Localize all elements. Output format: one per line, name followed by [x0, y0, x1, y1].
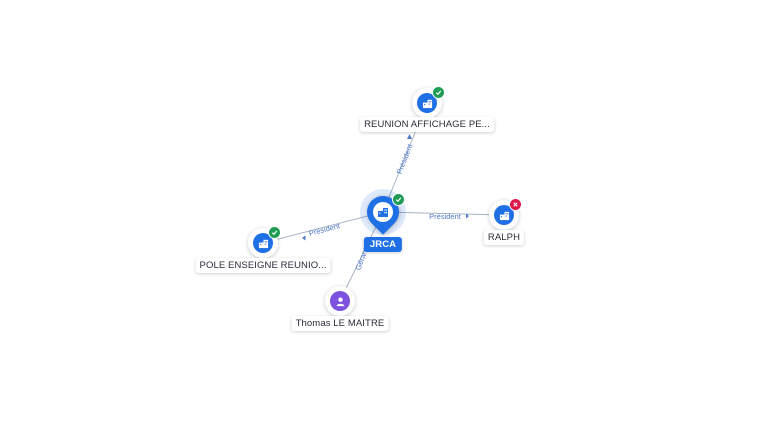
company-icon: [494, 205, 514, 225]
active-status-icon: [268, 226, 281, 239]
edge-line-pole: [262, 211, 384, 244]
node-thomas-le-maitre[interactable]: [325, 286, 355, 316]
edge-label-pole: Président: [308, 221, 342, 238]
node-pole-enseigne[interactable]: [248, 226, 281, 258]
company-icon: [373, 202, 393, 222]
edge-arrow-ralph: [466, 213, 469, 219]
node-label-pole[interactable]: POLE ENSEIGNE REUNIO...: [195, 258, 331, 273]
node-label-reunion[interactable]: REUNION AFFICHAGE PE...: [360, 117, 494, 132]
node-label-ralph[interactable]: RALPH: [483, 230, 525, 245]
edge-line-ralph: [382, 211, 505, 216]
edge-label-ralph: Président: [429, 212, 462, 221]
node-ralph[interactable]: [489, 198, 522, 230]
person-icon: [330, 291, 350, 311]
company-icon: [253, 233, 273, 253]
company-icon: [417, 93, 437, 113]
node-reunion-affichage[interactable]: [412, 86, 445, 118]
active-status-icon: [392, 193, 405, 206]
closed-status-icon: [509, 198, 522, 211]
central-node-jrca[interactable]: [360, 189, 406, 235]
edge-arrow-reunion: [407, 134, 412, 139]
active-status-icon: [432, 86, 445, 99]
central-node-label[interactable]: JRCA: [363, 237, 403, 252]
edge-label-reunion: Président: [395, 142, 415, 176]
node-label-thomas[interactable]: Thomas LE MAITRE: [291, 316, 389, 331]
edge-arrow-pole: [302, 235, 306, 241]
